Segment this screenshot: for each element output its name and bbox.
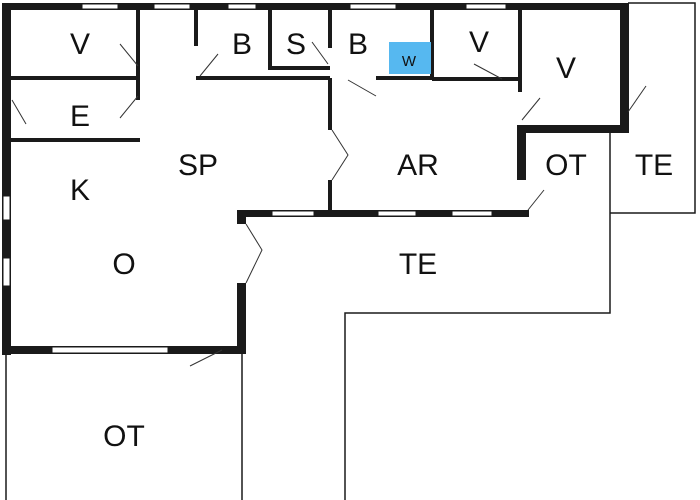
window-bottom bbox=[51, 346, 169, 354]
door-b2 bbox=[347, 79, 377, 97]
room-label-te-right: TE bbox=[635, 149, 673, 182]
door-living-terrace bbox=[245, 223, 263, 284]
washer-appliance bbox=[389, 42, 431, 74]
wall-v3-bottom bbox=[517, 125, 629, 133]
door-v1 bbox=[119, 43, 139, 67]
window-ar-south-2 bbox=[377, 210, 417, 217]
room-label-ot-bottom: OT bbox=[103, 420, 145, 453]
windows bbox=[2, 3, 507, 354]
room-label-o: O bbox=[112, 248, 135, 281]
terrace-right-outline bbox=[610, 2, 696, 214]
window-top-3 bbox=[227, 3, 257, 10]
window-top-1 bbox=[81, 3, 119, 10]
room-label-b1: B bbox=[232, 28, 252, 61]
room-label-k: K bbox=[70, 174, 90, 207]
door-ot bbox=[527, 189, 545, 211]
door-v3 bbox=[521, 97, 541, 121]
room-label-te-bottom: TE bbox=[399, 248, 437, 281]
terrace-bottom-outline bbox=[344, 213, 611, 500]
door-v3-exterior bbox=[627, 85, 647, 113]
window-ar-south-3 bbox=[451, 210, 493, 217]
room-label-v1: V bbox=[70, 28, 90, 61]
window-left-2 bbox=[2, 257, 11, 287]
door-ar bbox=[331, 129, 349, 181]
window-left-1 bbox=[2, 195, 11, 221]
wall-left bbox=[2, 3, 11, 355]
room-label-ar: AR bbox=[397, 149, 439, 182]
window-top-4 bbox=[349, 3, 397, 10]
room-label-v2: V bbox=[469, 26, 489, 59]
door-b1 bbox=[199, 53, 219, 77]
wall-v3-right bbox=[620, 3, 629, 133]
window-top-5 bbox=[465, 3, 507, 10]
window-ar-south-1 bbox=[271, 210, 315, 217]
window-top-2 bbox=[153, 3, 191, 10]
room-label-e: E bbox=[70, 100, 90, 133]
room-label-ot-right: OT bbox=[545, 149, 587, 182]
door-living-patio bbox=[189, 349, 223, 367]
door-e-top bbox=[119, 95, 139, 119]
door-s bbox=[311, 41, 329, 65]
room-label-b2: B bbox=[348, 28, 368, 61]
wall-ot-left bbox=[517, 125, 526, 180]
exterior-walls bbox=[2, 3, 629, 355]
room-label-v3: V bbox=[556, 52, 576, 85]
room-label-s: S bbox=[286, 28, 306, 61]
wall-top bbox=[6, 3, 628, 10]
room-label-sp: SP bbox=[178, 149, 218, 182]
door-e-left bbox=[11, 99, 27, 125]
outdoor-outlines bbox=[5, 2, 696, 500]
room-labels: V E B S B W V V SP K O AR OT TE TE OT bbox=[70, 26, 673, 453]
doors bbox=[11, 41, 647, 367]
door-v2 bbox=[473, 63, 503, 80]
room-label-w: W bbox=[402, 53, 417, 70]
wall-living-right bbox=[237, 283, 246, 354]
interior-walls bbox=[8, 8, 522, 214]
